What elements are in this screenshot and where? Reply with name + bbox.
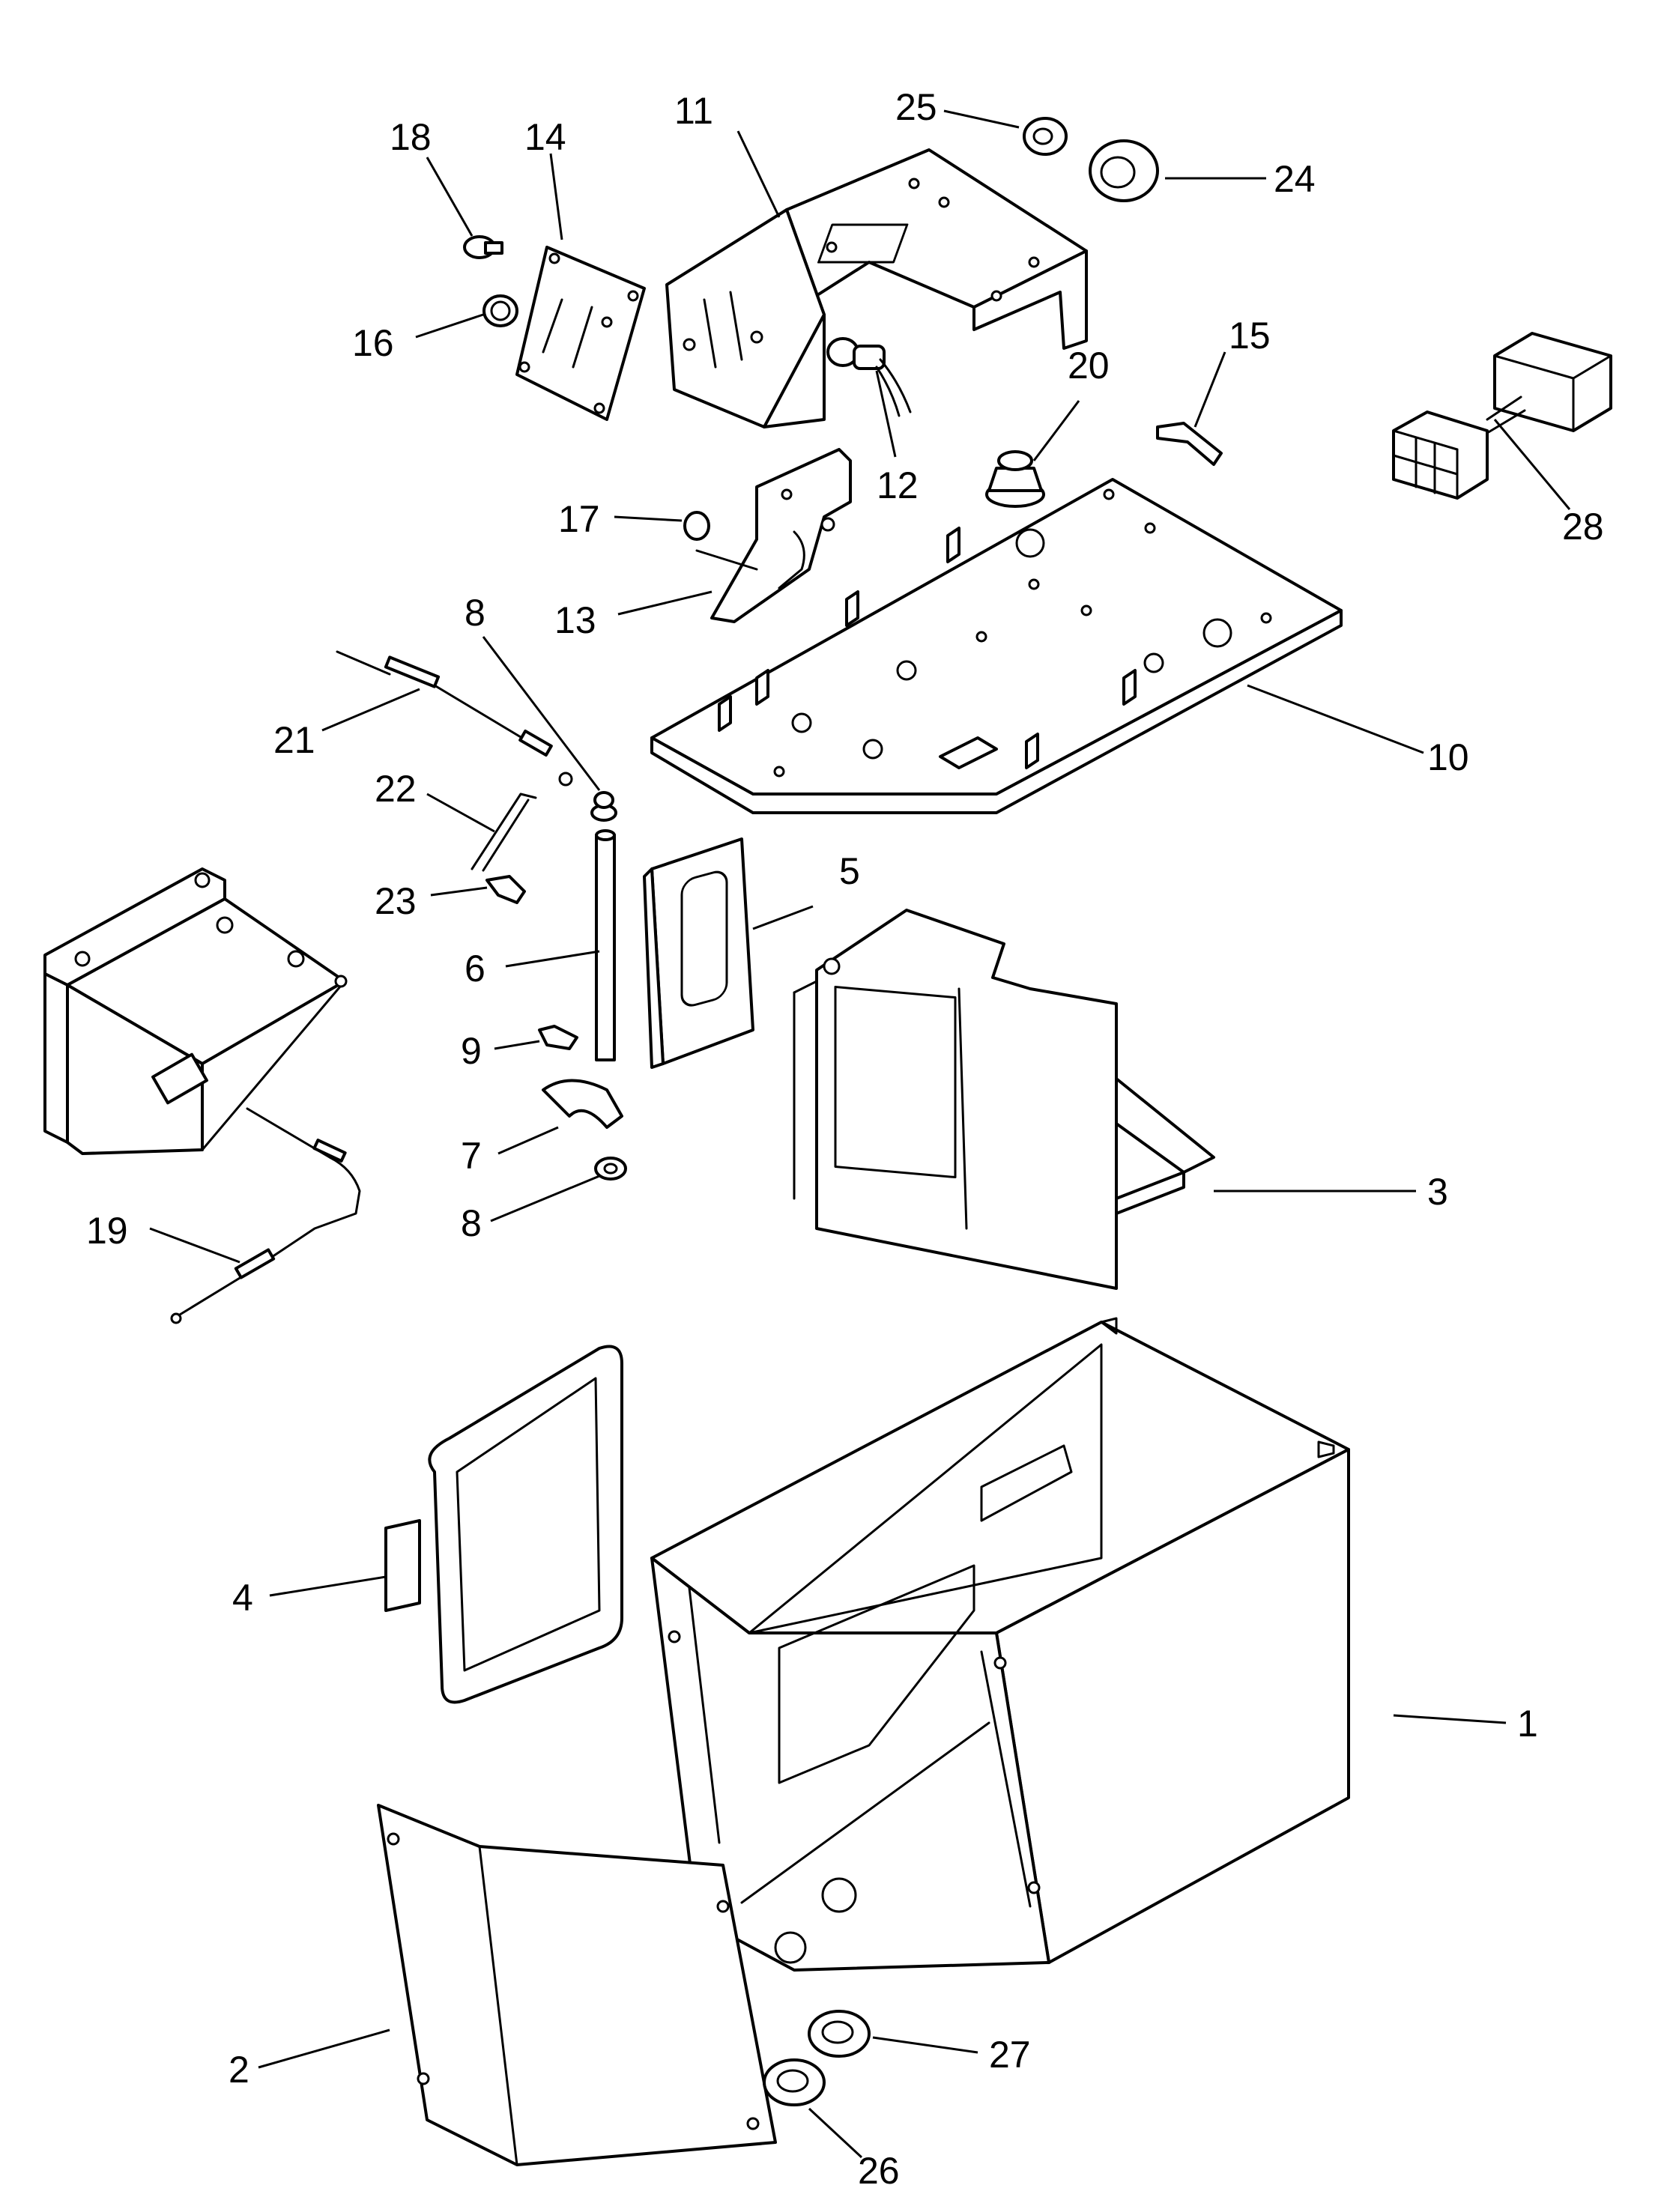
- leader-21: [321, 688, 420, 732]
- part-22-rod: [471, 793, 537, 872]
- part-10-base-plate: [650, 478, 1343, 814]
- part-25-grommet: [1023, 117, 1068, 156]
- callout-19: 19: [86, 1210, 128, 1252]
- callout-1: 1: [1517, 1703, 1538, 1745]
- part-5-panel: [643, 837, 754, 1069]
- leader-9: [494, 1040, 540, 1050]
- callout-3: 3: [1427, 1171, 1448, 1213]
- leader-8a: [482, 636, 601, 791]
- leader-16: [415, 313, 484, 339]
- callout-10: 10: [1427, 736, 1469, 778]
- part-14-plate: [515, 246, 646, 421]
- part-17-cap: [683, 511, 710, 541]
- leader-27: [872, 2036, 978, 2054]
- part-24-grommet: [1089, 139, 1159, 202]
- part-16-grommet: [482, 294, 518, 327]
- part-12-switch: [826, 337, 912, 417]
- callout-13: 13: [554, 599, 596, 641]
- part-20-boot: [985, 450, 1045, 508]
- callout-16: 16: [352, 322, 394, 364]
- part-11-console-bracket: [665, 148, 1088, 428]
- leader-18: [426, 157, 474, 237]
- callout-labels: 1 2 3 4 5 6 7 8 8 9 10 11 12 13 14 15 16…: [86, 86, 1604, 2192]
- leader-2: [258, 2028, 390, 2069]
- callout-25: 25: [895, 86, 937, 128]
- callout-9: 9: [461, 1030, 482, 1072]
- callout-4: 4: [232, 1577, 253, 1619]
- part-1-main-box: [650, 1317, 1350, 1972]
- callout-17: 17: [558, 498, 600, 540]
- callout-7: 7: [461, 1135, 482, 1177]
- callout-22: 22: [375, 768, 417, 810]
- part-27-grommet: [808, 2010, 871, 2058]
- leader-23: [430, 886, 488, 897]
- leader-5: [752, 905, 814, 930]
- part-15-clip: [1156, 422, 1223, 466]
- leader-12: [875, 370, 897, 458]
- callout-15: 15: [1229, 315, 1271, 357]
- leader-20: [1032, 400, 1080, 461]
- leader-8b: [490, 1175, 600, 1222]
- part-19-box-assembly: [43, 867, 361, 1324]
- part-23-clip: [485, 875, 526, 904]
- callout-6: 6: [465, 948, 485, 990]
- leader-26: [808, 2107, 863, 2159]
- callout-5: 5: [839, 850, 860, 892]
- callout-23: 23: [375, 880, 417, 922]
- leader-22: [426, 793, 495, 833]
- leader-4: [269, 1575, 387, 1597]
- callout-11: 11: [674, 90, 713, 132]
- leader-28: [1493, 419, 1571, 510]
- part-4-window-frame: [384, 1345, 623, 1704]
- callout-20: 20: [1068, 345, 1110, 387]
- leader-14: [549, 153, 563, 240]
- part-6-shaft: [595, 829, 616, 1061]
- callout-24: 24: [1274, 158, 1316, 200]
- leader-lines: [149, 109, 1571, 2159]
- leader-25: [943, 109, 1020, 129]
- leader-15: [1193, 351, 1226, 428]
- part-7-clamp: [542, 1079, 623, 1129]
- leader-11: [736, 130, 781, 218]
- callout-27: 27: [989, 2034, 1031, 2076]
- leader-1: [1393, 1714, 1507, 1724]
- callout-8a: 8: [465, 592, 485, 634]
- callout-14: 14: [524, 116, 566, 158]
- part-9-bracket: [538, 1025, 578, 1050]
- leader-19: [149, 1227, 240, 1264]
- part-18-knob: [463, 235, 503, 259]
- part-2-side-cover: [377, 1804, 777, 2166]
- part-3-inner-panel: [793, 909, 1215, 1290]
- part-13-lever-bracket: [695, 448, 852, 623]
- leader-10: [1247, 684, 1424, 754]
- callout-21: 21: [273, 719, 315, 761]
- part-26-grommet: [763, 2058, 826, 2106]
- part-8-washer-lower: [594, 1157, 627, 1181]
- callout-2: 2: [229, 2049, 249, 2091]
- leader-17: [614, 515, 683, 522]
- leader-7: [497, 1126, 559, 1155]
- callout-18: 18: [390, 116, 432, 158]
- leader-6: [505, 950, 600, 968]
- part-21-cable: [336, 650, 573, 787]
- callout-12: 12: [877, 464, 919, 506]
- part-8-bushing-upper: [590, 791, 617, 822]
- callout-8b: 8: [461, 1202, 482, 1244]
- callout-28: 28: [1562, 506, 1604, 548]
- leader-13: [617, 590, 713, 616]
- part-28-connector: [1392, 332, 1612, 500]
- callout-26: 26: [858, 2150, 900, 2192]
